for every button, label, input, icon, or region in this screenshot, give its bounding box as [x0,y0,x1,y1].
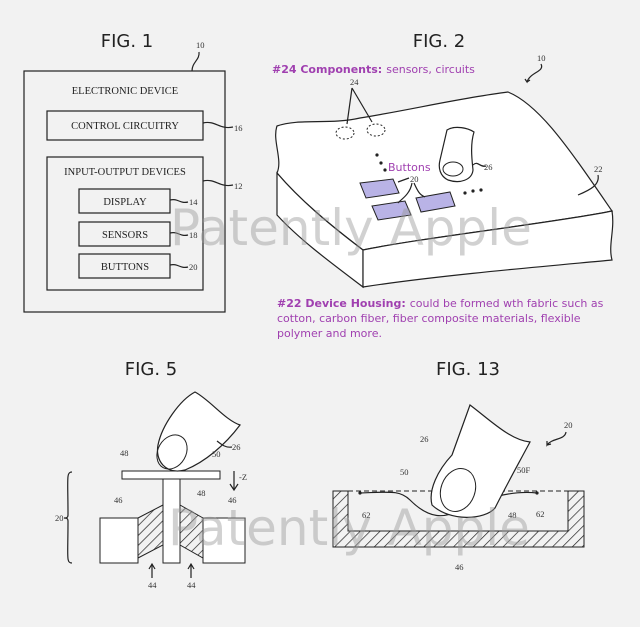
fig5-finger [156,391,241,472]
fig1: FIG. 1 10 ELECTRONIC DEVICE CONTROL CIRC… [23,31,243,313]
housing-text-2: cotton, carbon fiber, fiber composite ma… [277,312,581,325]
ref26-leader [472,162,487,167]
fig13-fingernail [439,468,477,512]
io-devices-block [46,156,204,291]
fig2-title: FIG. 2 [413,31,466,52]
components-heading: #24 Components: [272,63,382,76]
spring-arrows [148,562,195,578]
fig13-title: FIG. 13 [436,359,500,380]
housing-heading: #22 Device Housing: [277,297,406,310]
component-sensor-1 [335,126,355,140]
fig1-title: FIG. 1 [101,31,154,52]
fig13-ref-button: 20 [564,420,573,430]
sensors-label: SENSORS [102,230,148,241]
button-3 [415,191,456,213]
display-block [78,188,171,214]
fingernail [442,161,464,177]
fig2-ref-device: 10 [537,53,546,63]
control-circuitry-label: CONTROL CIRCUITRY [71,121,179,132]
ref20-leader [169,263,189,269]
fig13-ref-support-right: 62 [536,509,545,519]
components-annotation: #24 Components: sensors, circuits [272,63,475,76]
support-right-point [535,491,539,495]
electronic-device-label: ELECTRONIC DEVICE [72,86,178,97]
fig5-ref-surface: 50 [212,449,221,459]
fig13: FIG. 13 26 50 50F 48 62 62 46 20 [332,359,585,572]
fig13-ref-finger: 26 [420,434,429,444]
components-text: sensors, circuits [386,63,475,76]
ref16-leader [202,121,234,129]
electronic-device-block [23,70,226,313]
fig5-ref-stem: 48 [197,488,206,498]
sensors-block [78,221,171,247]
fig5-ref-plate: 48 [120,448,129,458]
fig13-ref-housing: 46 [455,562,464,572]
component-sensor-2 [366,123,386,137]
button-2 [371,200,412,221]
finger [438,126,475,183]
fig1-ref-control: 16 [234,123,243,133]
keycap-plate [121,470,221,480]
fig1-ref-buttons: 20 [189,262,198,272]
buttons-annotation: Buttons [388,161,431,174]
fig13-ref-membrane: 48 [508,510,517,520]
fig13-ref-support-left: 62 [362,510,371,520]
ellipsis-dots [375,153,483,195]
fig1-ref-sensors: 18 [189,230,198,240]
ref22-leader [577,174,599,196]
housing-text-1: could be formed wth fabric such as [410,297,604,310]
fig1-ref-display: 14 [189,197,198,207]
fig5-ref-finger: 26 [232,442,241,452]
down-arrow-icon [229,471,239,492]
fig13-ref20-arrow [546,431,567,447]
fig5: FIG. 5 20 26 48 50 48 46 46 -Z 44 44 [55,359,247,590]
ref20-leaders [397,177,426,204]
fig5-fingernail [156,434,188,470]
fig2-ref-housing: 22 [594,164,603,174]
fig1-ref-device: 10 [196,40,205,50]
spring-left [137,504,164,559]
support-left-point [358,491,362,495]
fig13-ref-flat-surface: 50F [517,465,531,475]
fig5-ref-button: 20 [55,513,64,523]
fig2-ref10-arrow [524,63,543,84]
housing-annotation-line1: #22 Device Housing: could be formed wth f… [277,297,604,310]
fig5-ref26-leader [216,440,233,448]
fig5-ref-spring-right: 44 [187,580,196,590]
buttons-label: BUTTONS [101,262,149,273]
direction-label: -Z [239,472,247,482]
fig5-ref-spring-left: 44 [148,580,157,590]
button-1 [359,178,400,199]
fig5-ref-base-right: 46 [228,495,237,505]
housing-text-3: polymer and more. [277,327,382,340]
io-devices-label: INPUT-OUTPUT DEVICES [64,167,186,178]
fig5-ref-base-left: 46 [114,495,123,505]
fig1-ref10-leader [191,51,200,72]
control-circuitry-block [46,110,204,141]
device-housing-front-side [362,210,614,288]
ref12-leader [202,179,234,187]
fig13-finger [430,404,531,518]
fig2-ref-components: 24 [350,77,359,87]
base-left [99,517,139,564]
ref18-leader [169,231,189,237]
ref24-leaders [346,87,373,125]
buttons-block [78,253,171,279]
fig13-ref-surface: 50 [400,467,409,477]
watermark-bottom: Patently Apple [168,499,530,557]
fig5-brace [63,471,73,564]
display-label: DISPLAY [103,197,147,208]
fig5-title: FIG. 5 [125,359,178,380]
fig2: FIG. 2 #24 Components:sensors, circuits … [272,31,614,340]
fig2-ref-buttons: 20 [410,174,419,184]
fig1-ref-io: 12 [234,181,243,191]
ref14-leader [169,198,189,204]
watermark-top: Patently Apple [170,199,532,257]
fig2-ref-finger: 26 [484,162,493,172]
